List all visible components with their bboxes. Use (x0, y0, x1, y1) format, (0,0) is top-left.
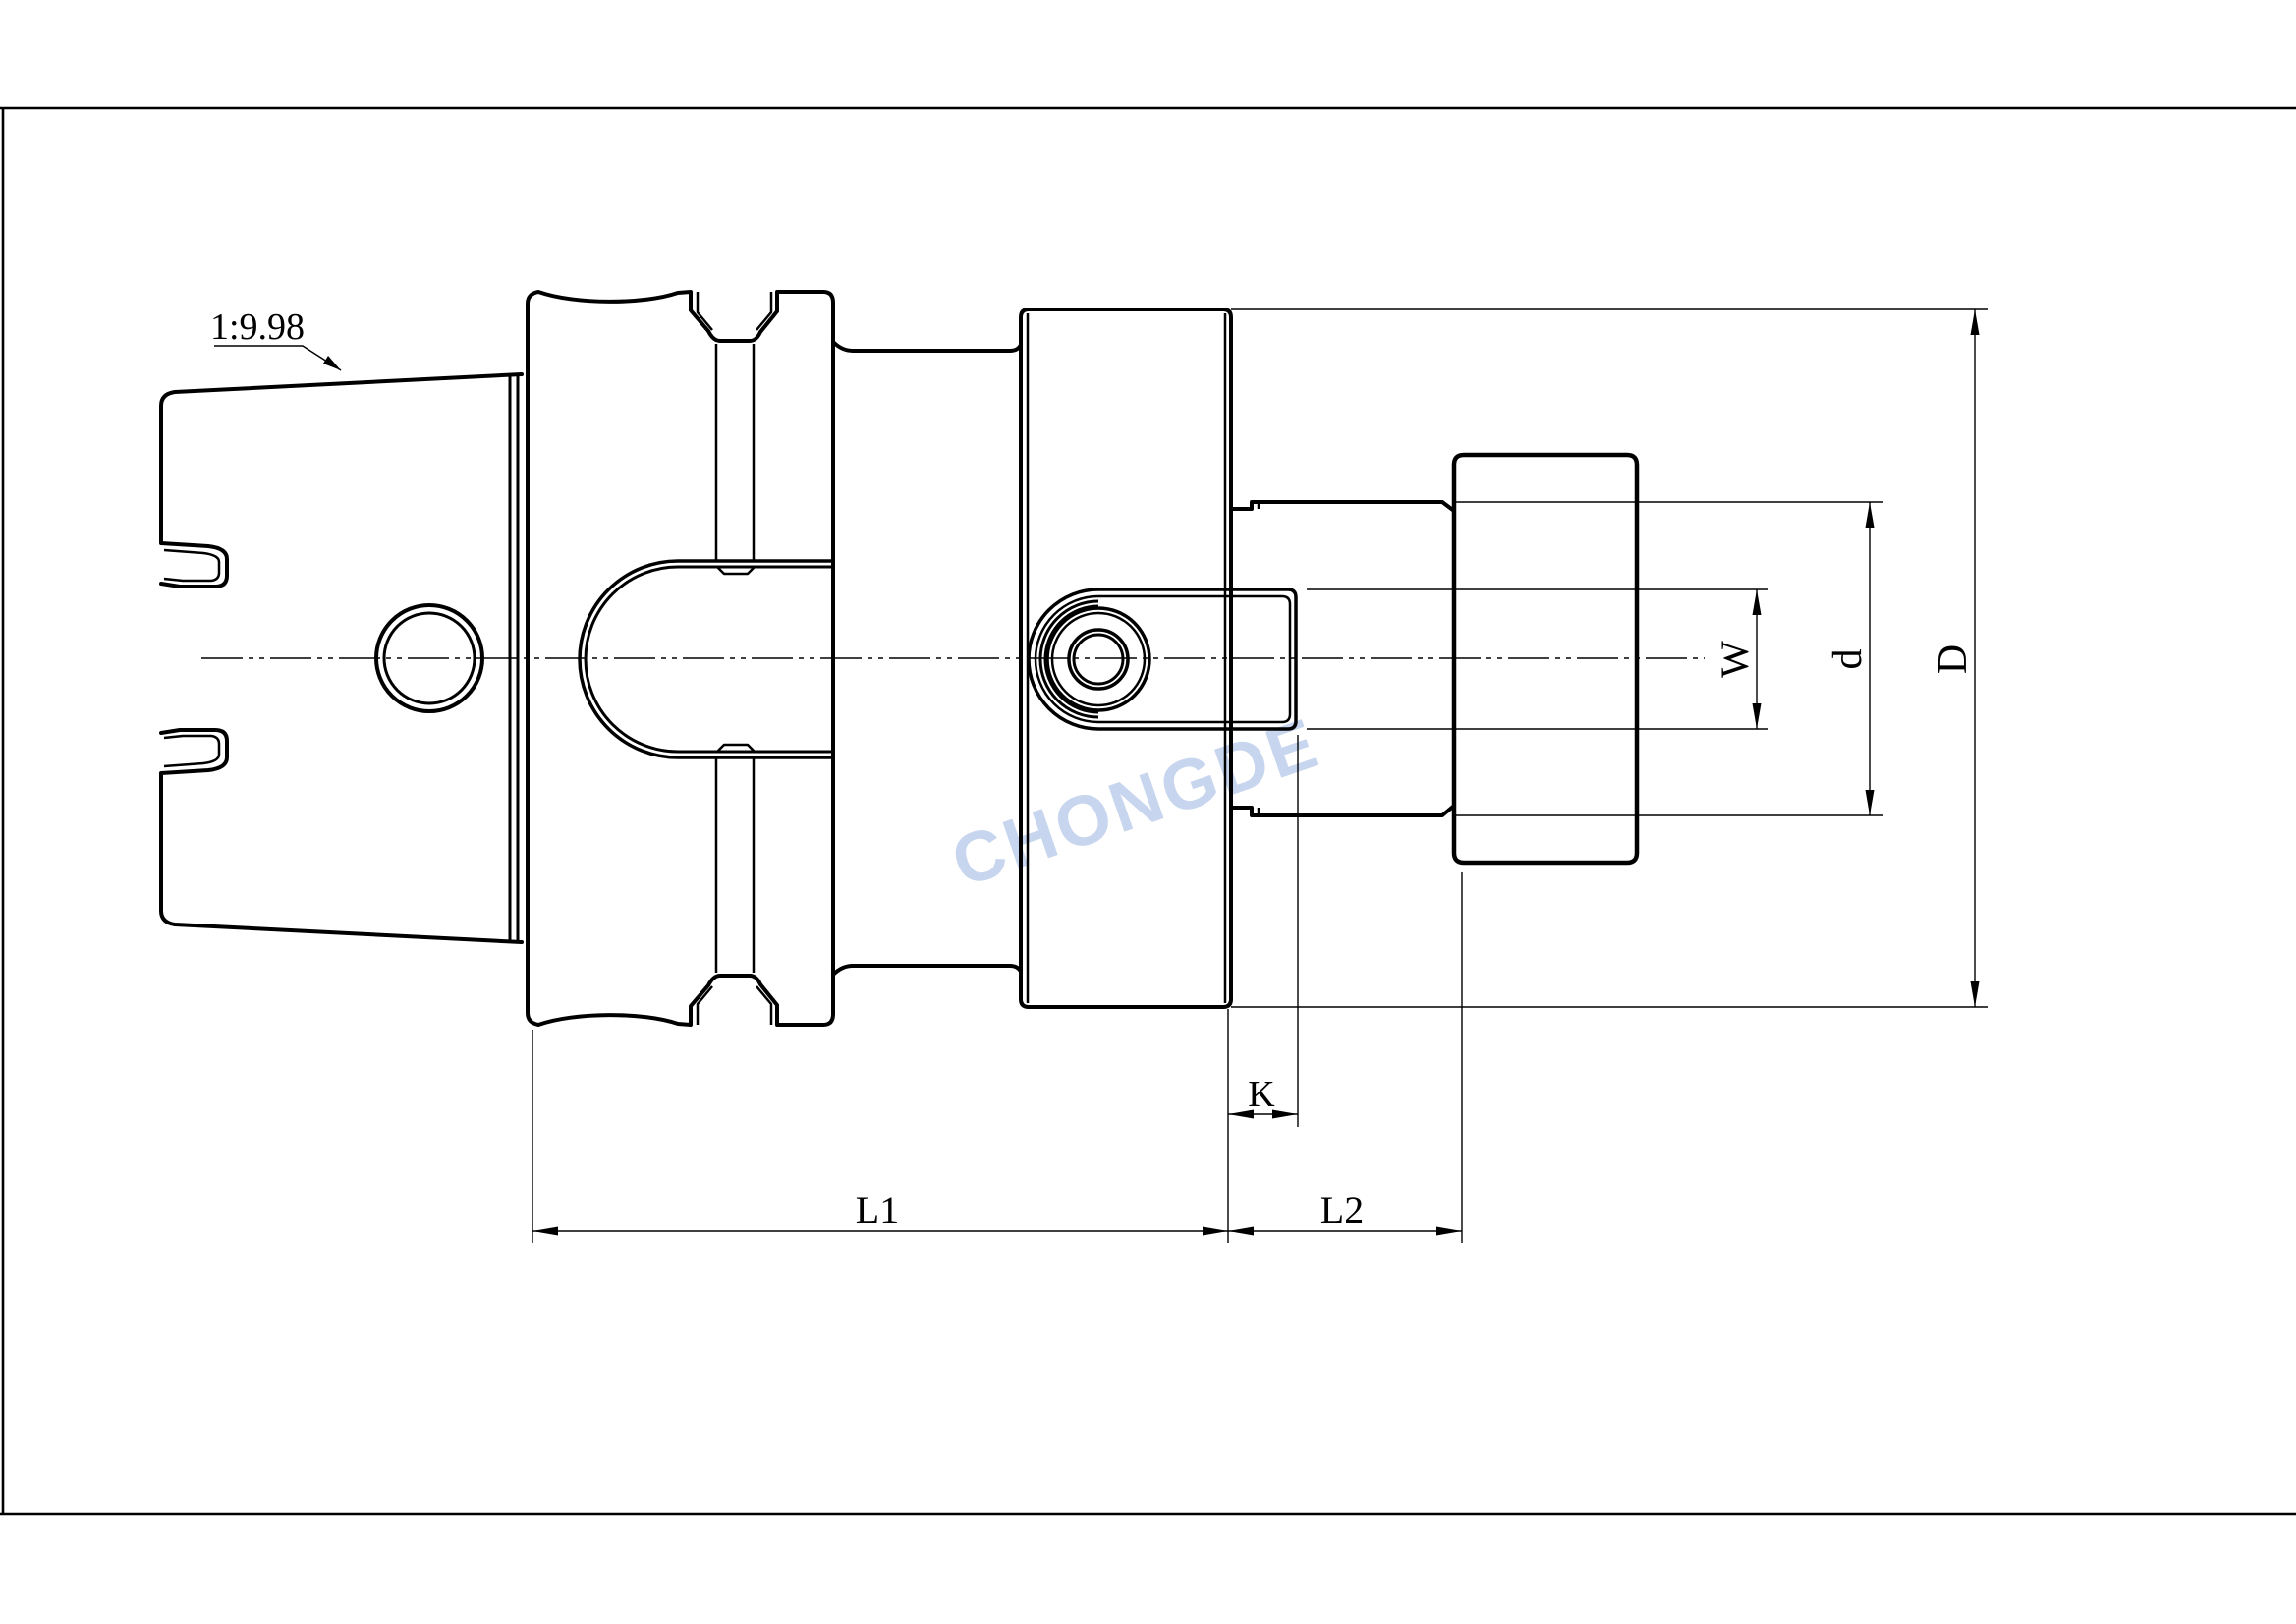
dim-K-label: K (1248, 1074, 1275, 1115)
dim-W-arrow-top (1752, 589, 1762, 615)
mid-cylinder-edges (831, 340, 1023, 977)
taper-shank-outline (159, 372, 524, 944)
flange-outline (526, 290, 835, 1027)
bore-slot-outer (578, 559, 833, 759)
dim-W-arrow-bottom (1752, 703, 1762, 729)
drive-key-end-arcs (1038, 599, 1099, 719)
dim-L1-arrow-right (1203, 1226, 1228, 1236)
dim-D-label: D (1931, 644, 1976, 674)
watermark-text: CHONGDE (942, 703, 1329, 902)
bore-slot-inner (584, 565, 833, 754)
neck-cylinder-edges (1229, 500, 1456, 817)
taper-leader-line (214, 345, 342, 371)
dim-W-label: W (1712, 641, 1757, 678)
bore-slot-groove-notch (716, 566, 756, 753)
dim-L1-lines (532, 1030, 1228, 1243)
bolt-hole-inner-circle (1072, 633, 1125, 686)
taper-leader-arrowhead (323, 356, 341, 370)
dim-L2-arrow-right (1436, 1226, 1462, 1236)
dim-d-lines (1454, 501, 1883, 816)
drive-key-inner-outline (1034, 594, 1292, 724)
v-groove-inner-walls (696, 292, 773, 1025)
drive-key-outline (1027, 588, 1298, 731)
dim-L2-label: L2 (1320, 1188, 1364, 1232)
dim-W-lines (1307, 588, 1768, 730)
end-cap-outline (1451, 452, 1640, 866)
dim-D-arrow-bottom (1970, 981, 1980, 1007)
dim-K-lines (1227, 735, 1299, 1243)
grip-groove-inner-lines (163, 548, 221, 768)
bolt-hole-outer-circle (1067, 628, 1130, 691)
dim-d-arrow-top (1865, 502, 1875, 528)
shank-hole-inner-circle (382, 611, 476, 705)
dim-d-label: d (1825, 649, 1871, 670)
dim-L1-label: L1 (856, 1188, 899, 1232)
taper-ratio-label: 1:9.98 (210, 307, 305, 348)
dim-d-arrow-bottom (1865, 790, 1875, 815)
dim-D-lines (1231, 308, 1988, 1008)
shank-hole-outer-circle (374, 603, 484, 713)
body-outline (1019, 308, 1233, 1009)
dim-D-arrow-top (1970, 309, 1980, 335)
dim-L1-arrow-left (532, 1226, 558, 1236)
dim-L2-arrow-left (1228, 1226, 1254, 1236)
v-groove-through-lines (714, 344, 756, 973)
taper-gauge-lines (508, 375, 520, 941)
boss-outer-circle (1045, 606, 1151, 712)
dim-K-arrow-right (1272, 1109, 1298, 1119)
dim-L2-lines (1228, 872, 1463, 1243)
dim-K-arrow-left (1228, 1109, 1254, 1119)
boss-inner-circle (1050, 611, 1147, 707)
